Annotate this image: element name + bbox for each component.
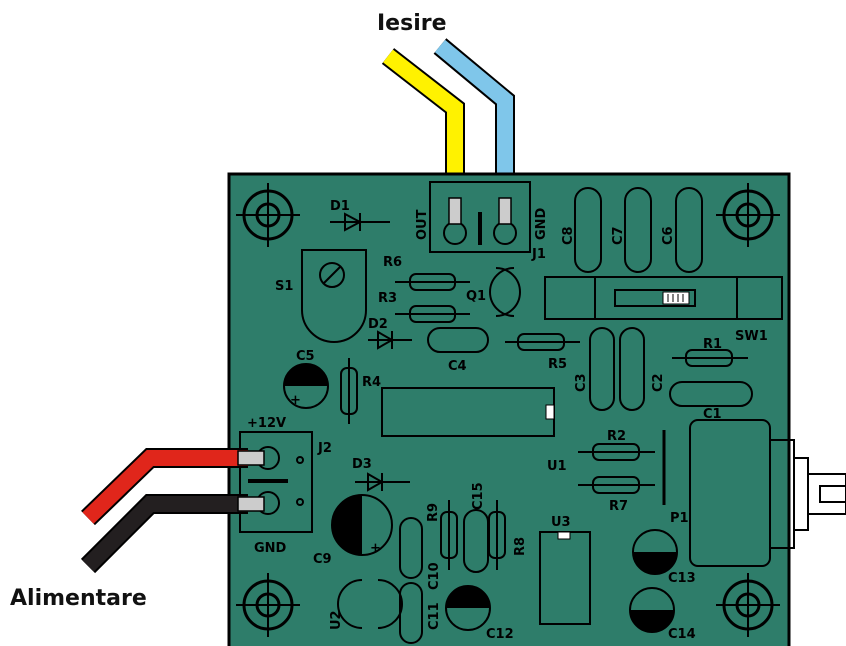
c15-label: C15 <box>471 482 486 510</box>
r7-label: R7 <box>609 499 628 514</box>
sw1-label: SW1 <box>735 329 768 344</box>
j1-terminal-block <box>429 181 531 253</box>
capacitor-c12 <box>445 585 491 631</box>
mounting-hole-bottom-left <box>236 573 300 637</box>
c5-label: C5 <box>296 349 315 364</box>
capacitor-c9 <box>331 494 393 556</box>
p1-label: P1 <box>670 511 689 526</box>
capacitor-c4 <box>427 327 489 353</box>
c14-label: C14 <box>668 627 696 642</box>
c9-plus: + <box>370 541 381 556</box>
pin-gnd-j1-label: GND <box>534 207 549 240</box>
trimmer-s1 <box>301 249 367 343</box>
c1-label: C1 <box>703 407 722 422</box>
capacitor-c7 <box>624 187 652 273</box>
c8-label: C8 <box>561 226 576 245</box>
c9-label: C9 <box>313 552 332 567</box>
capacitor-c6 <box>675 187 703 273</box>
resistor-r1 <box>672 349 748 367</box>
r9-label: R9 <box>426 503 441 522</box>
s1-label: S1 <box>275 279 293 294</box>
switch-sw1 <box>544 276 783 320</box>
mounting-hole-top-right <box>716 183 780 247</box>
c12-label: C12 <box>486 627 514 642</box>
j1-label: J1 <box>531 247 546 262</box>
resistor-r7 <box>578 476 655 494</box>
c10-label: C10 <box>427 562 442 590</box>
ic-u3 <box>539 531 591 625</box>
r8-label: R8 <box>513 537 528 556</box>
capacitor-c1 <box>669 381 753 407</box>
capacitor-c5 <box>283 363 329 409</box>
capacitor-c3 <box>589 327 615 411</box>
power-wires <box>80 448 265 574</box>
q1-label: Q1 <box>466 289 486 304</box>
mounting-hole-top-left <box>236 183 300 247</box>
diode-d1 <box>330 212 390 232</box>
resistor-r3 <box>395 305 470 323</box>
r1-label: R1 <box>703 337 722 352</box>
potentiometer-p1 <box>662 419 846 567</box>
capacitor-c14 <box>629 587 675 633</box>
d2-label: D2 <box>368 317 388 332</box>
regulator-u2 <box>337 579 403 629</box>
r4-label: R4 <box>362 375 381 390</box>
d1-label: D1 <box>330 199 350 214</box>
c11-label: C11 <box>427 602 442 630</box>
c13-label: C13 <box>668 571 696 586</box>
resistor-r4 <box>340 358 358 424</box>
resistor-r2 <box>578 443 655 461</box>
j2-label: J2 <box>317 441 332 456</box>
r6-label: R6 <box>383 255 402 270</box>
capacitor-c2 <box>619 327 645 411</box>
ic-u1 <box>381 387 555 437</box>
resistor-r9 <box>440 500 458 570</box>
pin-out-label: OUT <box>415 209 430 240</box>
capacitor-c8 <box>574 187 602 273</box>
diode-d3 <box>355 472 410 492</box>
c2-label: C2 <box>651 373 666 392</box>
c4-label: C4 <box>448 359 467 374</box>
r2-label: R2 <box>607 429 626 444</box>
pin-gnd-j2-label: GND <box>254 541 287 556</box>
u1-label: U1 <box>547 459 567 474</box>
output-wires <box>381 38 515 198</box>
transistor-q1 <box>489 267 521 317</box>
output-label: Iesire <box>377 11 447 36</box>
plus12-label: +12V <box>247 416 286 431</box>
capacitor-c10 <box>399 517 423 579</box>
u3-label: U3 <box>551 515 571 530</box>
d3-label: D3 <box>352 457 372 472</box>
r3-label: R3 <box>378 291 397 306</box>
c6-label: C6 <box>661 226 676 245</box>
c7-label: C7 <box>611 226 626 245</box>
diode-d2 <box>368 330 412 350</box>
resistor-r5 <box>505 333 580 351</box>
resistor-r8 <box>488 500 506 570</box>
resistor-r6 <box>395 273 470 291</box>
u2-label: U2 <box>329 610 344 630</box>
c3-label: C3 <box>574 373 589 392</box>
power-label: Alimentare <box>10 586 147 611</box>
mounting-hole-bottom-right <box>716 573 780 637</box>
capacitor-c13 <box>632 529 678 575</box>
r5-label: R5 <box>548 357 567 372</box>
c5-plus: + <box>290 393 301 408</box>
